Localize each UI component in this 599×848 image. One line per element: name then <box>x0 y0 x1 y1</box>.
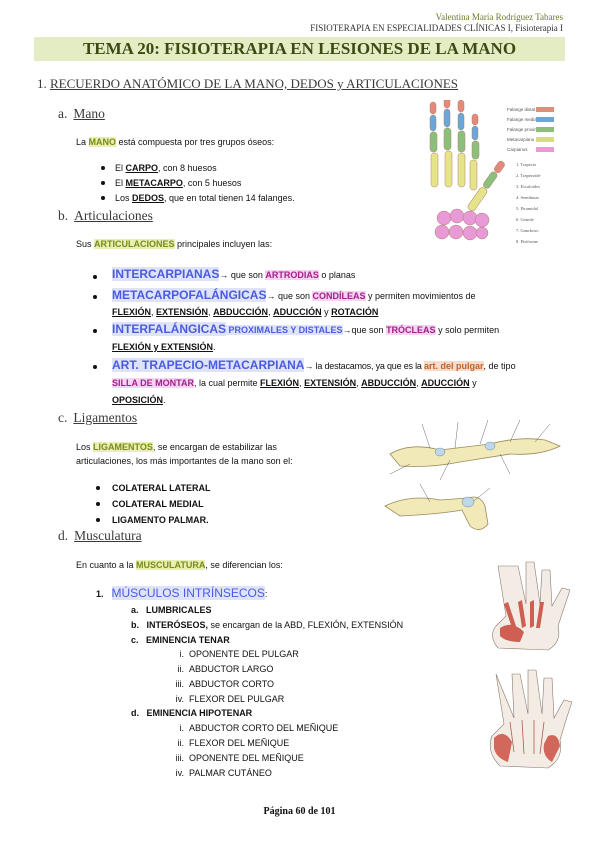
list-item: iv. PALMAR CUTÁNEO <box>175 768 272 778</box>
subsection-title: Articulaciones <box>74 208 153 223</box>
ligament-illustration <box>384 419 561 530</box>
muscle-hand-image-1 <box>492 561 571 651</box>
section-number: 1. <box>37 76 47 91</box>
list-item: Los DEDOS, que en total tienen 14 falang… <box>101 191 295 206</box>
list-item: iv. FLEXOR DEL PULGAR <box>175 694 285 704</box>
legend-swatch <box>536 127 554 132</box>
page-number: Página 60 de 101 <box>263 806 336 817</box>
list-item: i. ABDUCTOR CORTO DEL MEÑIQUE <box>179 723 339 733</box>
list-item: ii. ABDUCTOR LARGO <box>177 664 274 674</box>
subsection-label: c. <box>58 410 68 425</box>
list-item: a. LUMBRICALES <box>131 605 212 615</box>
legend-label: Metacarpiano <box>507 137 535 142</box>
list-item: El METACARPO, con 5 huesos <box>101 176 295 191</box>
articulacion-interfalangicas: INTERFALÁNGICAS PROXIMALES Y DISTALES→qu… <box>93 321 564 356</box>
musculatura-intro: En cuanto a la MUSCULATURA, se diferenci… <box>76 560 283 570</box>
list-item: COLATERAL MEDIAL <box>96 496 211 512</box>
subsection-articulaciones-heading: b. Articulaciones <box>58 208 153 224</box>
articulacion-trapecio-metacarpiana: ART. TRAPECIO-METACARPIANA→ la destacamo… <box>93 357 564 409</box>
muscle-list: a. LUMBRICALES b. INTERÓSEOS, se encarga… <box>131 603 403 648</box>
carpal-label: 6. Grande <box>516 217 534 222</box>
hipotenar-heading: d. EMINENCIA HIPOTENAR <box>131 708 253 718</box>
list-item: ii. FLEXOR DEL MEÑIQUE <box>177 738 290 748</box>
legend-label: Falange proximal <box>507 127 542 132</box>
list-item: El CARPO, con 8 huesos <box>101 161 295 176</box>
course-name: FISIOTERAPIA EN ESPECIALIDADES CLÍNICAS … <box>310 23 563 33</box>
carpal-label: 5. Piramidal <box>516 206 539 211</box>
section-title: RECUERDO ANATÓMICO DE LA MANO, DEDOS y A… <box>50 76 459 91</box>
page-header: Valentina María Rodríguez Tabares FISIOT… <box>310 12 563 34</box>
articulaciones-intro: Sus ARTICULACIONES principales incluyen … <box>76 239 273 249</box>
subsection-title: Ligamentos <box>73 410 138 425</box>
subsection-label: b. <box>58 208 69 223</box>
subsection-title: Musculatura <box>74 528 142 543</box>
mano-list: El CARPO, con 8 huesos El METACARPO, con… <box>101 161 295 206</box>
legend-label: Carpianos <box>507 147 528 152</box>
section-1-heading: 1. RECUERDO ANATÓMICO DE LA MANO, DEDOS … <box>37 76 458 92</box>
carpal-label: 4. Semilunar <box>516 195 539 200</box>
subsection-ligamentos-heading: c. Ligamentos <box>58 410 137 426</box>
list-item: c. EMINENCIA TENAR <box>131 635 230 645</box>
subsection-mano-heading: a. Mano <box>58 106 105 122</box>
subsection-title: Mano <box>73 106 105 121</box>
legend-label: Falange media <box>507 117 537 122</box>
mano-intro: La MANO está compuesta por tres grupos ó… <box>76 137 275 147</box>
subsection-label: d. <box>58 528 69 543</box>
legend-label: Falange distal <box>507 107 535 112</box>
ligamentos-list: COLATERAL LATERAL COLATERAL MEDIAL LIGAM… <box>96 480 211 528</box>
author-name: Valentina María Rodríguez Tabares <box>435 12 563 22</box>
legend-swatch <box>536 117 554 122</box>
subsection-musculatura-heading: d. Musculatura <box>58 528 142 544</box>
legend-swatch <box>536 137 554 142</box>
list-item: COLATERAL LATERAL <box>96 480 211 496</box>
carpal-label: 3. Escafoides <box>516 184 540 189</box>
subsection-label: a. <box>58 106 68 121</box>
legend-swatch <box>536 147 554 152</box>
articulacion-intercarpianas: INTERCARPIANAS→ que son ARTRODIAS o plan… <box>93 267 564 283</box>
list-item: iii. ABDUCTOR CORTO <box>175 679 275 689</box>
list-item: b. INTERÓSEOS, se encargan de la ABD, FL… <box>131 620 404 630</box>
carpal-label: 2. Trapezoide <box>516 173 541 178</box>
list-item: LIGAMENTO PALMAR. <box>96 512 211 528</box>
muscle-hand-image-2 <box>489 669 573 769</box>
list-item: iii. OPONENTE DEL MEÑIQUE <box>175 753 304 763</box>
hipotenar-list: i. ABDUCTOR CORTO DEL MEÑIQUE ii. FLEXOR… <box>168 721 339 781</box>
carpal-label: 1. Trapecio <box>516 162 537 167</box>
list-item: i. OPONENTE DEL PULGAR <box>179 649 299 659</box>
ligamentos-intro: Los LIGAMENTOS, se encargan de estabiliz… <box>76 442 293 466</box>
musculos-intrinsecos-heading: 1.MÚSCULOS INTRÍNSECOS: <box>96 586 268 600</box>
tenar-list: i. OPONENTE DEL PULGAR ii. ABDUCTOR LARG… <box>168 647 299 707</box>
page-title: TEMA 20: FISIOTERAPIA EN LESIONES DE LA … <box>34 37 565 61</box>
hand-skeleton-image: Falange distal Falange media Falange pro… <box>429 100 554 244</box>
carpal-label: 8. Pisiforme <box>516 239 538 244</box>
carpal-label: 7. Ganchoso <box>516 228 539 233</box>
legend-swatch <box>536 107 554 112</box>
articulacion-metacarpofalangicas: METACARPOFALÁNGICAS→ que son CONDÍLEAS y… <box>93 287 564 320</box>
